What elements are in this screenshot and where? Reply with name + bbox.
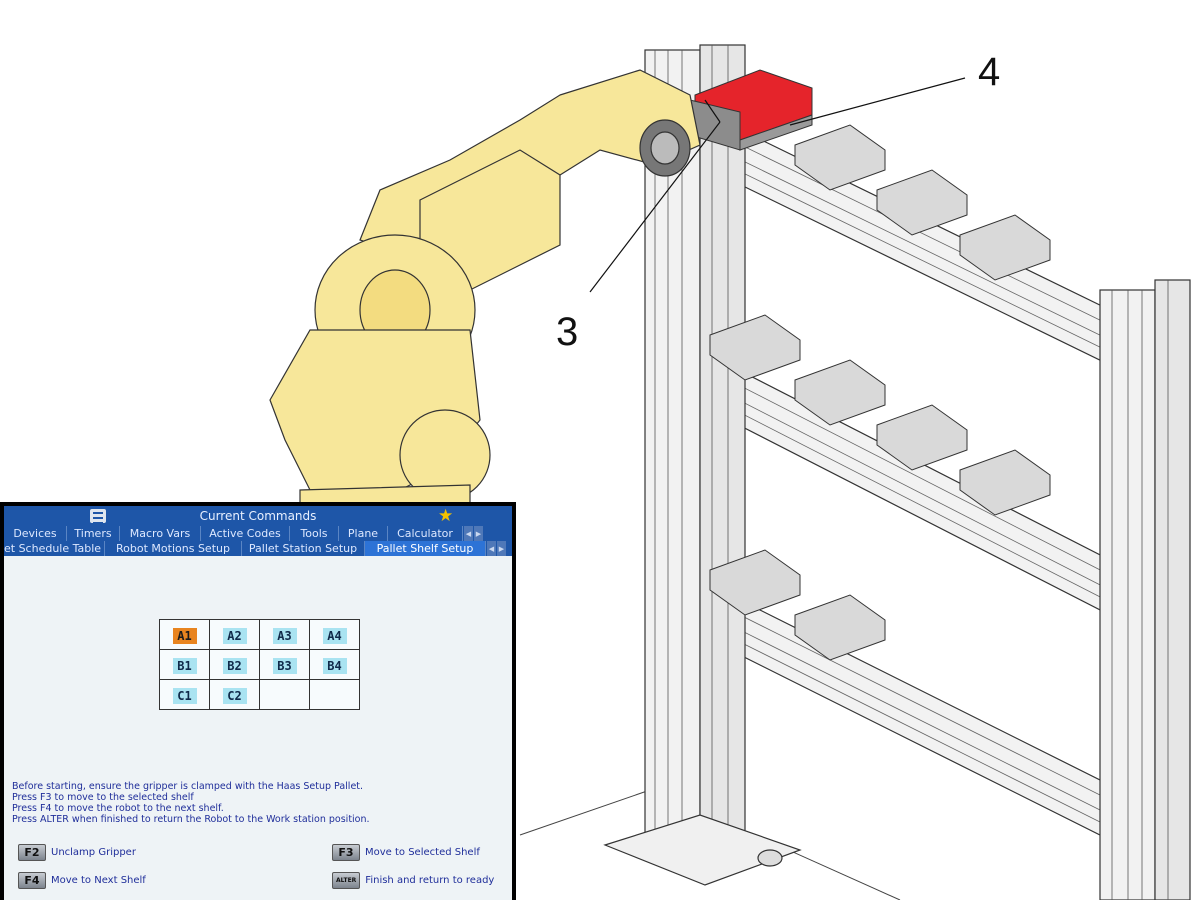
instructions: Before starting, ensure the gripper is c… bbox=[12, 781, 370, 825]
tab-scroll-left-icon[interactable]: ◀ bbox=[463, 526, 473, 541]
alter-finish-button[interactable]: ALTER Finish and return to ready bbox=[332, 872, 494, 889]
tab-pallet-shelf-setup[interactable]: Pallet Shelf Setup bbox=[365, 541, 486, 556]
shelf-cell-empty bbox=[259, 679, 310, 710]
shelf-cell-b2[interactable]: B2 bbox=[209, 649, 260, 680]
menu-icon[interactable] bbox=[90, 509, 106, 524]
instruction-line: Press F3 to move to the selected shelf bbox=[12, 792, 194, 803]
tab-scroll-right-icon[interactable]: ▶ bbox=[473, 526, 483, 541]
subtab-scroll-left-icon[interactable]: ◀ bbox=[486, 541, 496, 556]
shelf-cell-b1[interactable]: B1 bbox=[159, 649, 210, 680]
shelf-label-a1: A1 bbox=[172, 628, 197, 644]
shelf-cell-empty bbox=[309, 679, 360, 710]
control-panel-screen: Current Commands ★ Devices Timers Macro … bbox=[0, 502, 516, 900]
sub-tab-bar: et Schedule Table Robot Motions Setup Pa… bbox=[4, 541, 512, 556]
f3-label: Move to Selected Shelf bbox=[365, 847, 480, 858]
alter-key[interactable]: ALTER bbox=[332, 872, 361, 889]
shelf-label-c2: C2 bbox=[222, 688, 247, 704]
instruction-line: Press F4 to move the robot to the next s… bbox=[12, 803, 224, 814]
f3-key[interactable]: F3 bbox=[332, 844, 360, 861]
f2-key[interactable]: F2 bbox=[18, 844, 46, 861]
callout-3: 3 bbox=[556, 310, 579, 354]
shelf-label-b2: B2 bbox=[222, 658, 247, 674]
shelf-cell-b3[interactable]: B3 bbox=[259, 649, 310, 680]
shelf-rack bbox=[603, 44, 1191, 900]
tab-tools[interactable]: Tools bbox=[290, 526, 339, 541]
shelf-label-b3: B3 bbox=[272, 658, 297, 674]
f4-key[interactable]: F4 bbox=[18, 872, 46, 889]
f2-label: Unclamp Gripper bbox=[51, 847, 136, 858]
panel-title: Current Commands bbox=[199, 509, 317, 523]
shelf-cell-c2[interactable]: C2 bbox=[209, 679, 260, 710]
shelf-cell-a2[interactable]: A2 bbox=[209, 619, 260, 650]
instruction-line: Press ALTER when finished to return the … bbox=[12, 814, 370, 825]
tab-robot-motions-setup[interactable]: Robot Motions Setup bbox=[105, 541, 242, 556]
alter-label: Finish and return to ready bbox=[365, 875, 495, 886]
f4-label: Move to Next Shelf bbox=[51, 875, 146, 886]
f4-move-to-next-shelf-button[interactable]: F4 Move to Next Shelf bbox=[18, 872, 146, 889]
shelf-label-a2: A2 bbox=[222, 628, 247, 644]
instruction-line: Before starting, ensure the gripper is c… bbox=[12, 781, 364, 792]
shelf-label-a4: A4 bbox=[322, 628, 347, 644]
shelf-row-c: C1 C2 bbox=[159, 679, 360, 710]
star-icon[interactable]: ★ bbox=[438, 506, 454, 526]
top-tab-bar: Devices Timers Macro Vars Active Codes T… bbox=[4, 526, 512, 541]
gripper-block bbox=[689, 69, 813, 151]
shelf-label-b4: B4 bbox=[322, 658, 347, 674]
shelf-cell-a4[interactable]: A4 bbox=[309, 619, 360, 650]
tab-calculator[interactable]: Calculator bbox=[388, 526, 463, 541]
shelf-cell-b4[interactable]: B4 bbox=[309, 649, 360, 680]
tab-active-codes[interactable]: Active Codes bbox=[201, 526, 290, 541]
tab-timers[interactable]: Timers bbox=[67, 526, 120, 541]
shelf-label-c1: C1 bbox=[172, 688, 197, 704]
subtab-scroll-right-icon[interactable]: ▶ bbox=[496, 541, 506, 556]
f3-move-to-selected-shelf-button[interactable]: F3 Move to Selected Shelf bbox=[332, 844, 480, 861]
tab-pallet-station-setup[interactable]: Pallet Station Setup bbox=[242, 541, 365, 556]
pallet-blocks bbox=[709, 124, 1051, 661]
shelf-cell-a3[interactable]: A3 bbox=[259, 619, 310, 650]
tab-pallet-schedule-table[interactable]: et Schedule Table bbox=[4, 541, 105, 556]
f2-unclamp-gripper-button[interactable]: F2 Unclamp Gripper bbox=[18, 844, 136, 861]
shelf-cell-c1[interactable]: C1 bbox=[159, 679, 210, 710]
tab-macro-vars[interactable]: Macro Vars bbox=[120, 526, 201, 541]
shelf-grid: A1 A2 A3 A4 B1 B2 B3 B4 C1 C2 bbox=[159, 619, 360, 710]
shelf-row-b: B1 B2 B3 B4 bbox=[159, 649, 360, 680]
tab-devices[interactable]: Devices bbox=[4, 526, 67, 541]
tab-plane[interactable]: Plane bbox=[339, 526, 388, 541]
control-panel-inner: Current Commands ★ Devices Timers Macro … bbox=[4, 506, 512, 900]
shelf-row-a: A1 A2 A3 A4 bbox=[159, 619, 360, 650]
robot-arm bbox=[269, 69, 701, 506]
title-bar: Current Commands ★ bbox=[4, 506, 512, 526]
shelf-label-a3: A3 bbox=[272, 628, 297, 644]
shelf-cell-a1[interactable]: A1 bbox=[159, 619, 210, 650]
shelf-label-b1: B1 bbox=[172, 658, 197, 674]
callout-4: 4 bbox=[978, 50, 1001, 94]
